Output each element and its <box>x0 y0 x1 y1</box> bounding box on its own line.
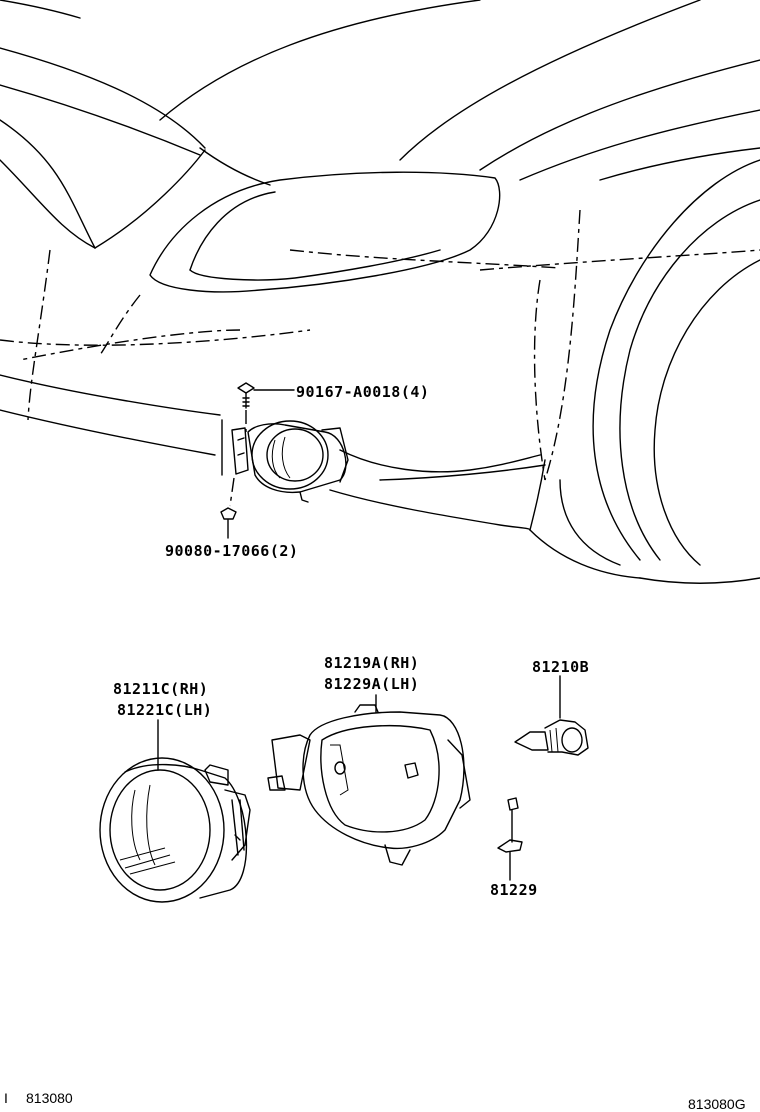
label-screw: 90167-A0018(4) <box>296 383 430 401</box>
label-housing-lh: 81229A(LH) <box>324 675 420 693</box>
footer-left-code: 813080 <box>26 1090 73 1106</box>
footer-right-code: 813080G <box>688 1096 746 1112</box>
fog-lamp-lens-drawing <box>99 719 251 903</box>
label-lens-rh: 81211C(RH) <box>113 680 209 698</box>
label-housing-rh: 81219A(RH) <box>324 654 420 672</box>
label-nut: 90080-17066(2) <box>165 542 299 560</box>
label-lens-lh: 81221C(LH) <box>117 701 213 719</box>
label-bulb: 81210B <box>532 658 590 676</box>
fog-lamp-housing-drawing <box>267 694 471 866</box>
nut-part-drawing <box>220 477 237 539</box>
bulb-drawing <box>514 675 589 756</box>
label-socket: 81229 <box>490 881 538 899</box>
installed-fog-lamp <box>221 419 349 503</box>
socket-drawing <box>497 797 523 881</box>
footer-marker: I <box>4 1090 8 1106</box>
car-body-outline <box>0 0 760 584</box>
screw-part-drawing <box>237 382 295 432</box>
